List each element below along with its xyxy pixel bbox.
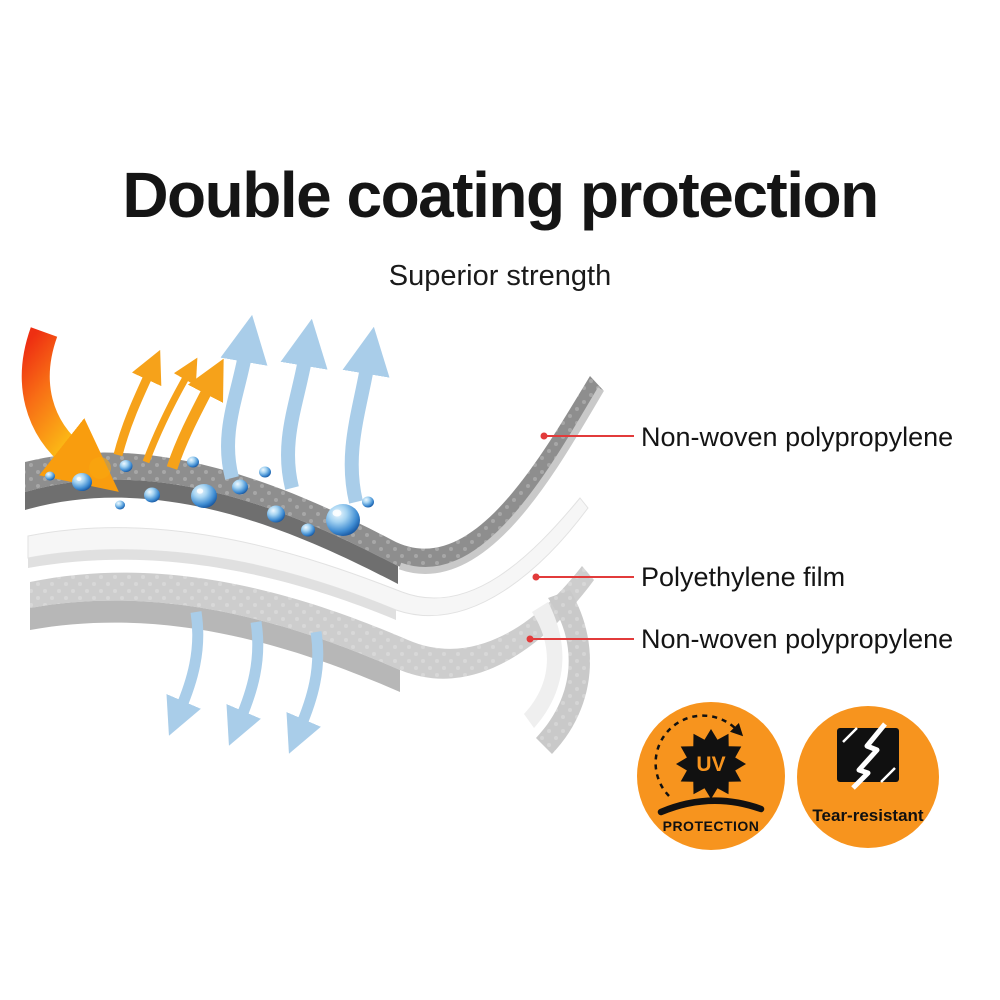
swoosh-underline xyxy=(657,797,765,816)
callout-label-top-layer: Non-woven polypropylene xyxy=(641,422,954,452)
fabric-square xyxy=(837,728,899,782)
fabric-slash xyxy=(880,767,896,783)
bottom-vapor-arrows xyxy=(166,611,324,754)
callout-lines xyxy=(526,432,634,643)
page-title: Double coating protection xyxy=(122,159,879,231)
vapor-arrow-icon xyxy=(342,326,390,504)
uv-ray-arrow-icon xyxy=(21,327,119,492)
uv-badge-caption: PROTECTION xyxy=(662,818,760,834)
vapor-arrow-icon xyxy=(286,631,324,754)
callout-label-film-layer: Polyethylene film xyxy=(641,562,846,592)
vapor-arrow-icon xyxy=(226,621,264,746)
uv-arrows xyxy=(21,327,224,492)
water-droplets xyxy=(45,456,374,537)
top-vapor-arrows xyxy=(220,314,390,504)
callout-label-bottom-layer: Non-woven polypropylene xyxy=(641,624,954,654)
middle-film-layer xyxy=(27,497,589,620)
vapor-arrow-icon xyxy=(280,318,328,490)
bottom-layer xyxy=(30,566,594,754)
reflected-ray-arrows-icon xyxy=(113,349,224,470)
tear-badge-caption: Tear-resistant xyxy=(812,806,924,825)
torn-fabric-icon xyxy=(837,722,899,790)
uv-protection-badge: UV PROTECTION xyxy=(637,702,785,850)
tear-lightning xyxy=(851,722,887,790)
subtitle: Superior strength xyxy=(388,260,612,292)
fabric-slash xyxy=(842,727,858,743)
uv-orbit-arrow-icon xyxy=(654,714,744,797)
uv-icon-text: UV xyxy=(696,753,725,776)
vapor-arrow-icon xyxy=(166,611,204,736)
vapor-arrow-icon xyxy=(220,314,268,480)
impact-glow xyxy=(89,457,111,479)
sunburst-shape xyxy=(676,729,746,799)
uv-sunburst-icon: UV xyxy=(654,714,765,816)
tear-resistant-badge: Tear-resistant xyxy=(797,706,939,848)
